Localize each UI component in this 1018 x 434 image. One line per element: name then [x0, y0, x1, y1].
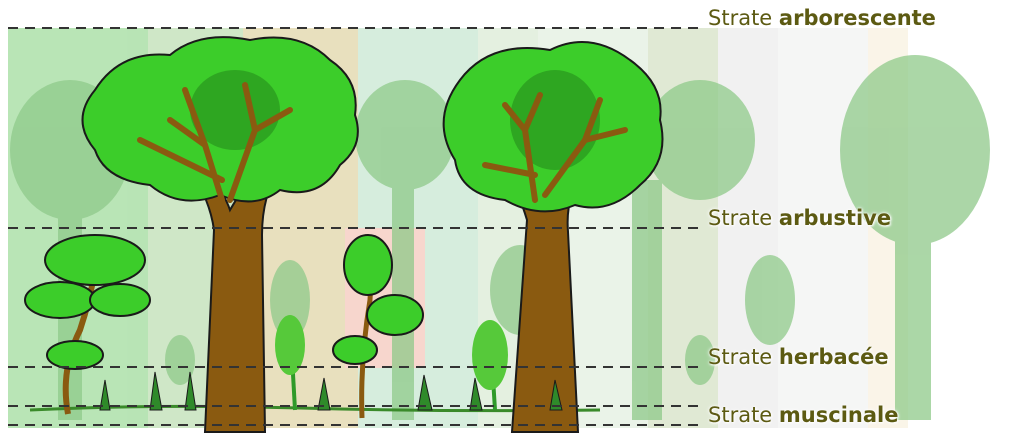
label-arborescente: Strate arborescente: [708, 6, 936, 30]
label-muscinale: Strate muscinale: [708, 403, 898, 427]
label-herbacee: Strate herbacée: [708, 345, 889, 369]
label-arbustive: Strate arbustive: [708, 206, 891, 230]
